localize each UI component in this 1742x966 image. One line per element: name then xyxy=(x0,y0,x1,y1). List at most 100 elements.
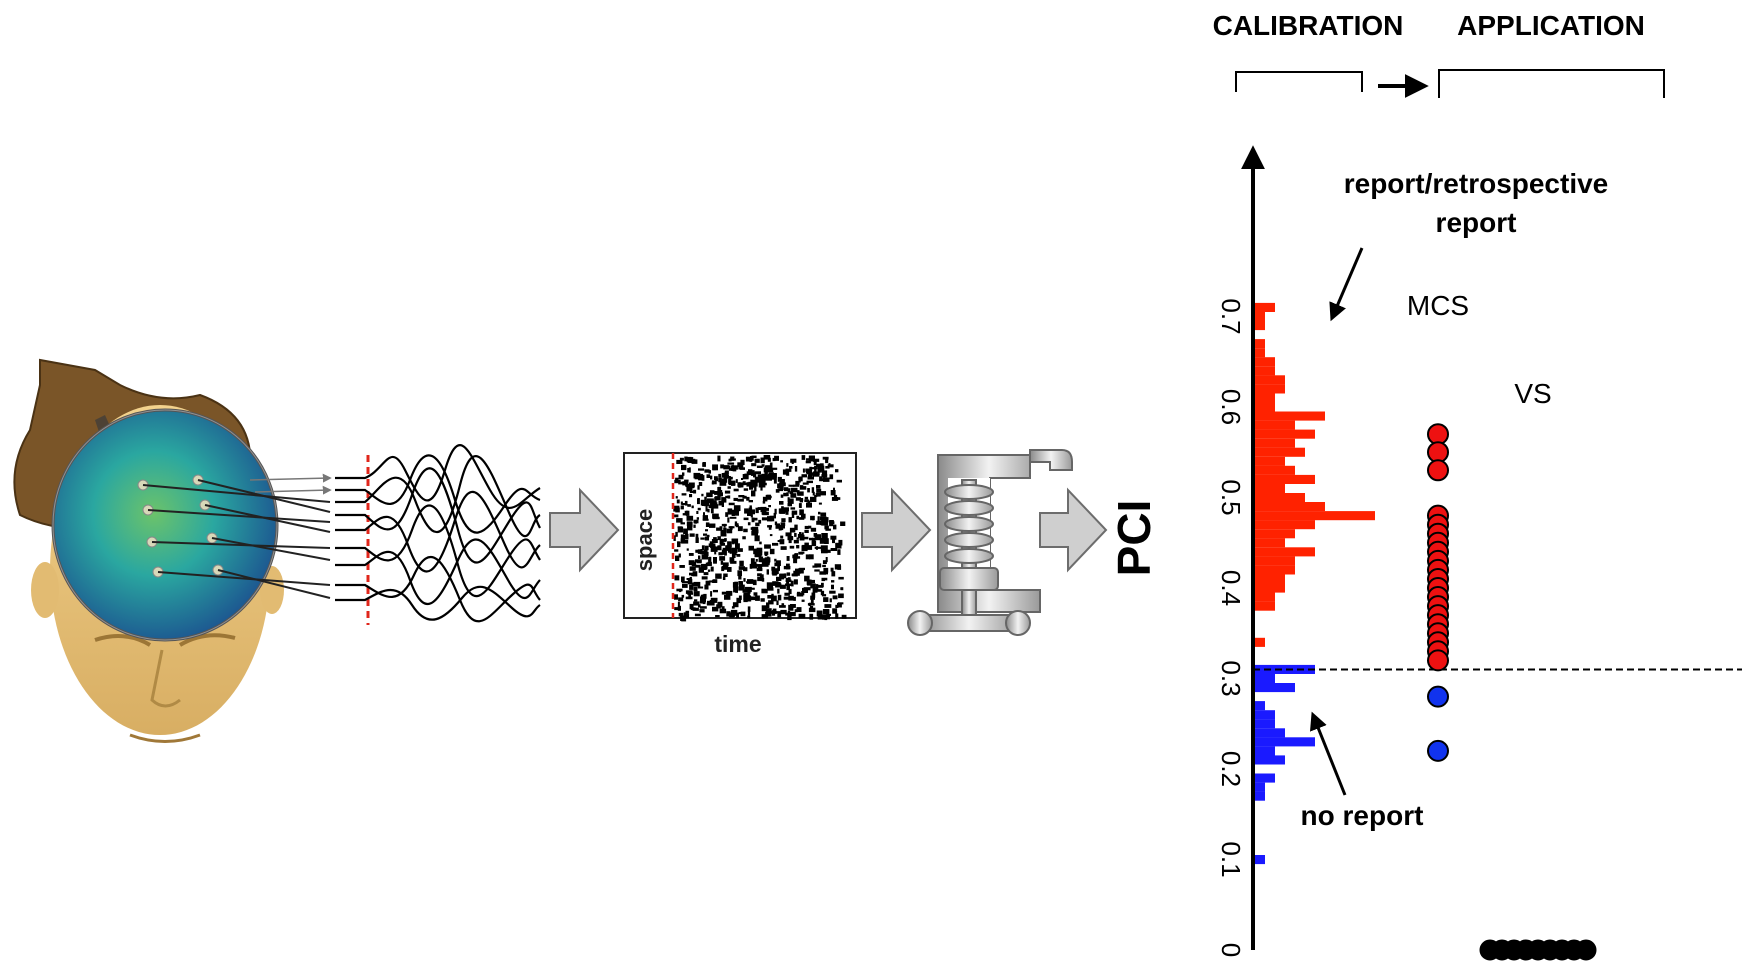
noise-cell xyxy=(794,466,798,472)
noise-cell xyxy=(727,508,733,514)
noise-cell xyxy=(697,498,700,500)
noise-cell xyxy=(717,536,721,541)
noise-cell xyxy=(700,596,706,603)
noise-cell xyxy=(721,608,725,611)
noise-cell xyxy=(777,588,780,594)
noise-cell xyxy=(734,510,739,516)
noise-cell xyxy=(808,602,811,607)
noise-cell xyxy=(811,592,816,598)
noise-cell xyxy=(701,493,704,497)
noise-cell xyxy=(681,594,685,598)
noise-cell xyxy=(820,491,826,496)
histogram-bar-report xyxy=(1255,556,1295,566)
noise-cell xyxy=(758,519,762,524)
noise-cell xyxy=(819,571,826,575)
noise-cell xyxy=(719,526,723,531)
noise-cell xyxy=(694,599,698,602)
noise-cell xyxy=(755,522,760,527)
noise-cell xyxy=(779,583,782,588)
noise-cell xyxy=(697,549,700,554)
noise-cell xyxy=(688,467,691,473)
noise-cell xyxy=(708,559,711,563)
noise-cell xyxy=(719,490,723,493)
noise-cell xyxy=(678,481,684,485)
noise-cell xyxy=(816,610,823,617)
noise-cell xyxy=(738,581,743,585)
noise-cell xyxy=(684,479,689,482)
noise-cell xyxy=(722,562,729,566)
noise-cell xyxy=(791,510,798,515)
noise-cell xyxy=(727,567,732,572)
noise-cell xyxy=(705,522,710,527)
noise-cell xyxy=(704,496,707,502)
noise-cell xyxy=(810,605,814,612)
noise-cell xyxy=(693,586,698,592)
noise-cell xyxy=(820,590,825,596)
noise-cell xyxy=(713,579,718,583)
noise-cell xyxy=(722,547,727,552)
noise-cell xyxy=(680,522,685,525)
noise-cell xyxy=(816,485,821,489)
noise-cell xyxy=(761,614,768,619)
noise-cell xyxy=(749,587,755,590)
noise-cell xyxy=(710,591,713,597)
noise-cell xyxy=(736,597,742,604)
histogram-bar-report xyxy=(1255,357,1275,367)
noise-cell xyxy=(729,557,735,563)
noise-cell xyxy=(751,526,759,532)
noise-cell xyxy=(798,517,805,520)
compression-clamp-icon xyxy=(907,449,1073,636)
noise-cell xyxy=(721,502,724,507)
noise-cell xyxy=(831,580,835,583)
noise-cell xyxy=(703,572,709,576)
noise-cell xyxy=(743,517,749,521)
noise-cell xyxy=(715,573,722,579)
noise-cell xyxy=(815,546,818,550)
noise-cell xyxy=(752,470,755,473)
noise-cell xyxy=(762,507,769,511)
noise-cell xyxy=(738,595,742,600)
noise-cell xyxy=(735,479,738,483)
histogram-bar-report xyxy=(1255,483,1285,493)
noise-cell xyxy=(693,581,701,587)
noise-cell xyxy=(811,467,818,470)
noise-cell xyxy=(822,456,829,460)
noise-cell xyxy=(789,491,794,494)
noise-cell xyxy=(786,492,789,497)
noise-cell xyxy=(814,494,818,498)
noise-cell xyxy=(769,548,775,555)
noise-cell xyxy=(738,465,741,470)
noise-cell xyxy=(765,467,773,471)
noise-cell xyxy=(679,588,682,593)
noise-cell xyxy=(731,553,736,558)
histogram-bar-report xyxy=(1255,312,1265,322)
noise-cell xyxy=(819,538,825,544)
noise-cell xyxy=(796,515,800,520)
histogram-bar-report xyxy=(1255,456,1285,466)
noise-cell xyxy=(759,574,764,579)
noise-cell xyxy=(756,568,763,572)
noise-cell xyxy=(779,605,786,608)
noise-cell xyxy=(791,512,795,518)
noise-cell xyxy=(707,498,714,503)
noise-cell xyxy=(747,579,754,584)
noise-cell xyxy=(720,530,726,536)
noise-cell xyxy=(761,464,765,467)
noise-cell xyxy=(714,496,721,501)
noise-cell xyxy=(825,614,830,620)
noise-cell xyxy=(806,480,813,484)
noise-cell xyxy=(696,511,699,514)
noise-cell xyxy=(719,556,726,561)
noise-cell xyxy=(681,464,687,471)
noise-cell xyxy=(726,590,733,596)
noise-cell xyxy=(806,545,813,550)
noise-cell xyxy=(743,488,749,491)
noise-cell xyxy=(678,597,684,602)
noise-cell xyxy=(793,596,796,601)
noise-cell xyxy=(746,496,750,501)
noise-cell xyxy=(780,522,786,526)
noise-cell xyxy=(811,583,816,588)
noise-cell xyxy=(698,482,703,486)
noise-cell xyxy=(694,613,701,617)
noise-cell xyxy=(789,527,796,533)
